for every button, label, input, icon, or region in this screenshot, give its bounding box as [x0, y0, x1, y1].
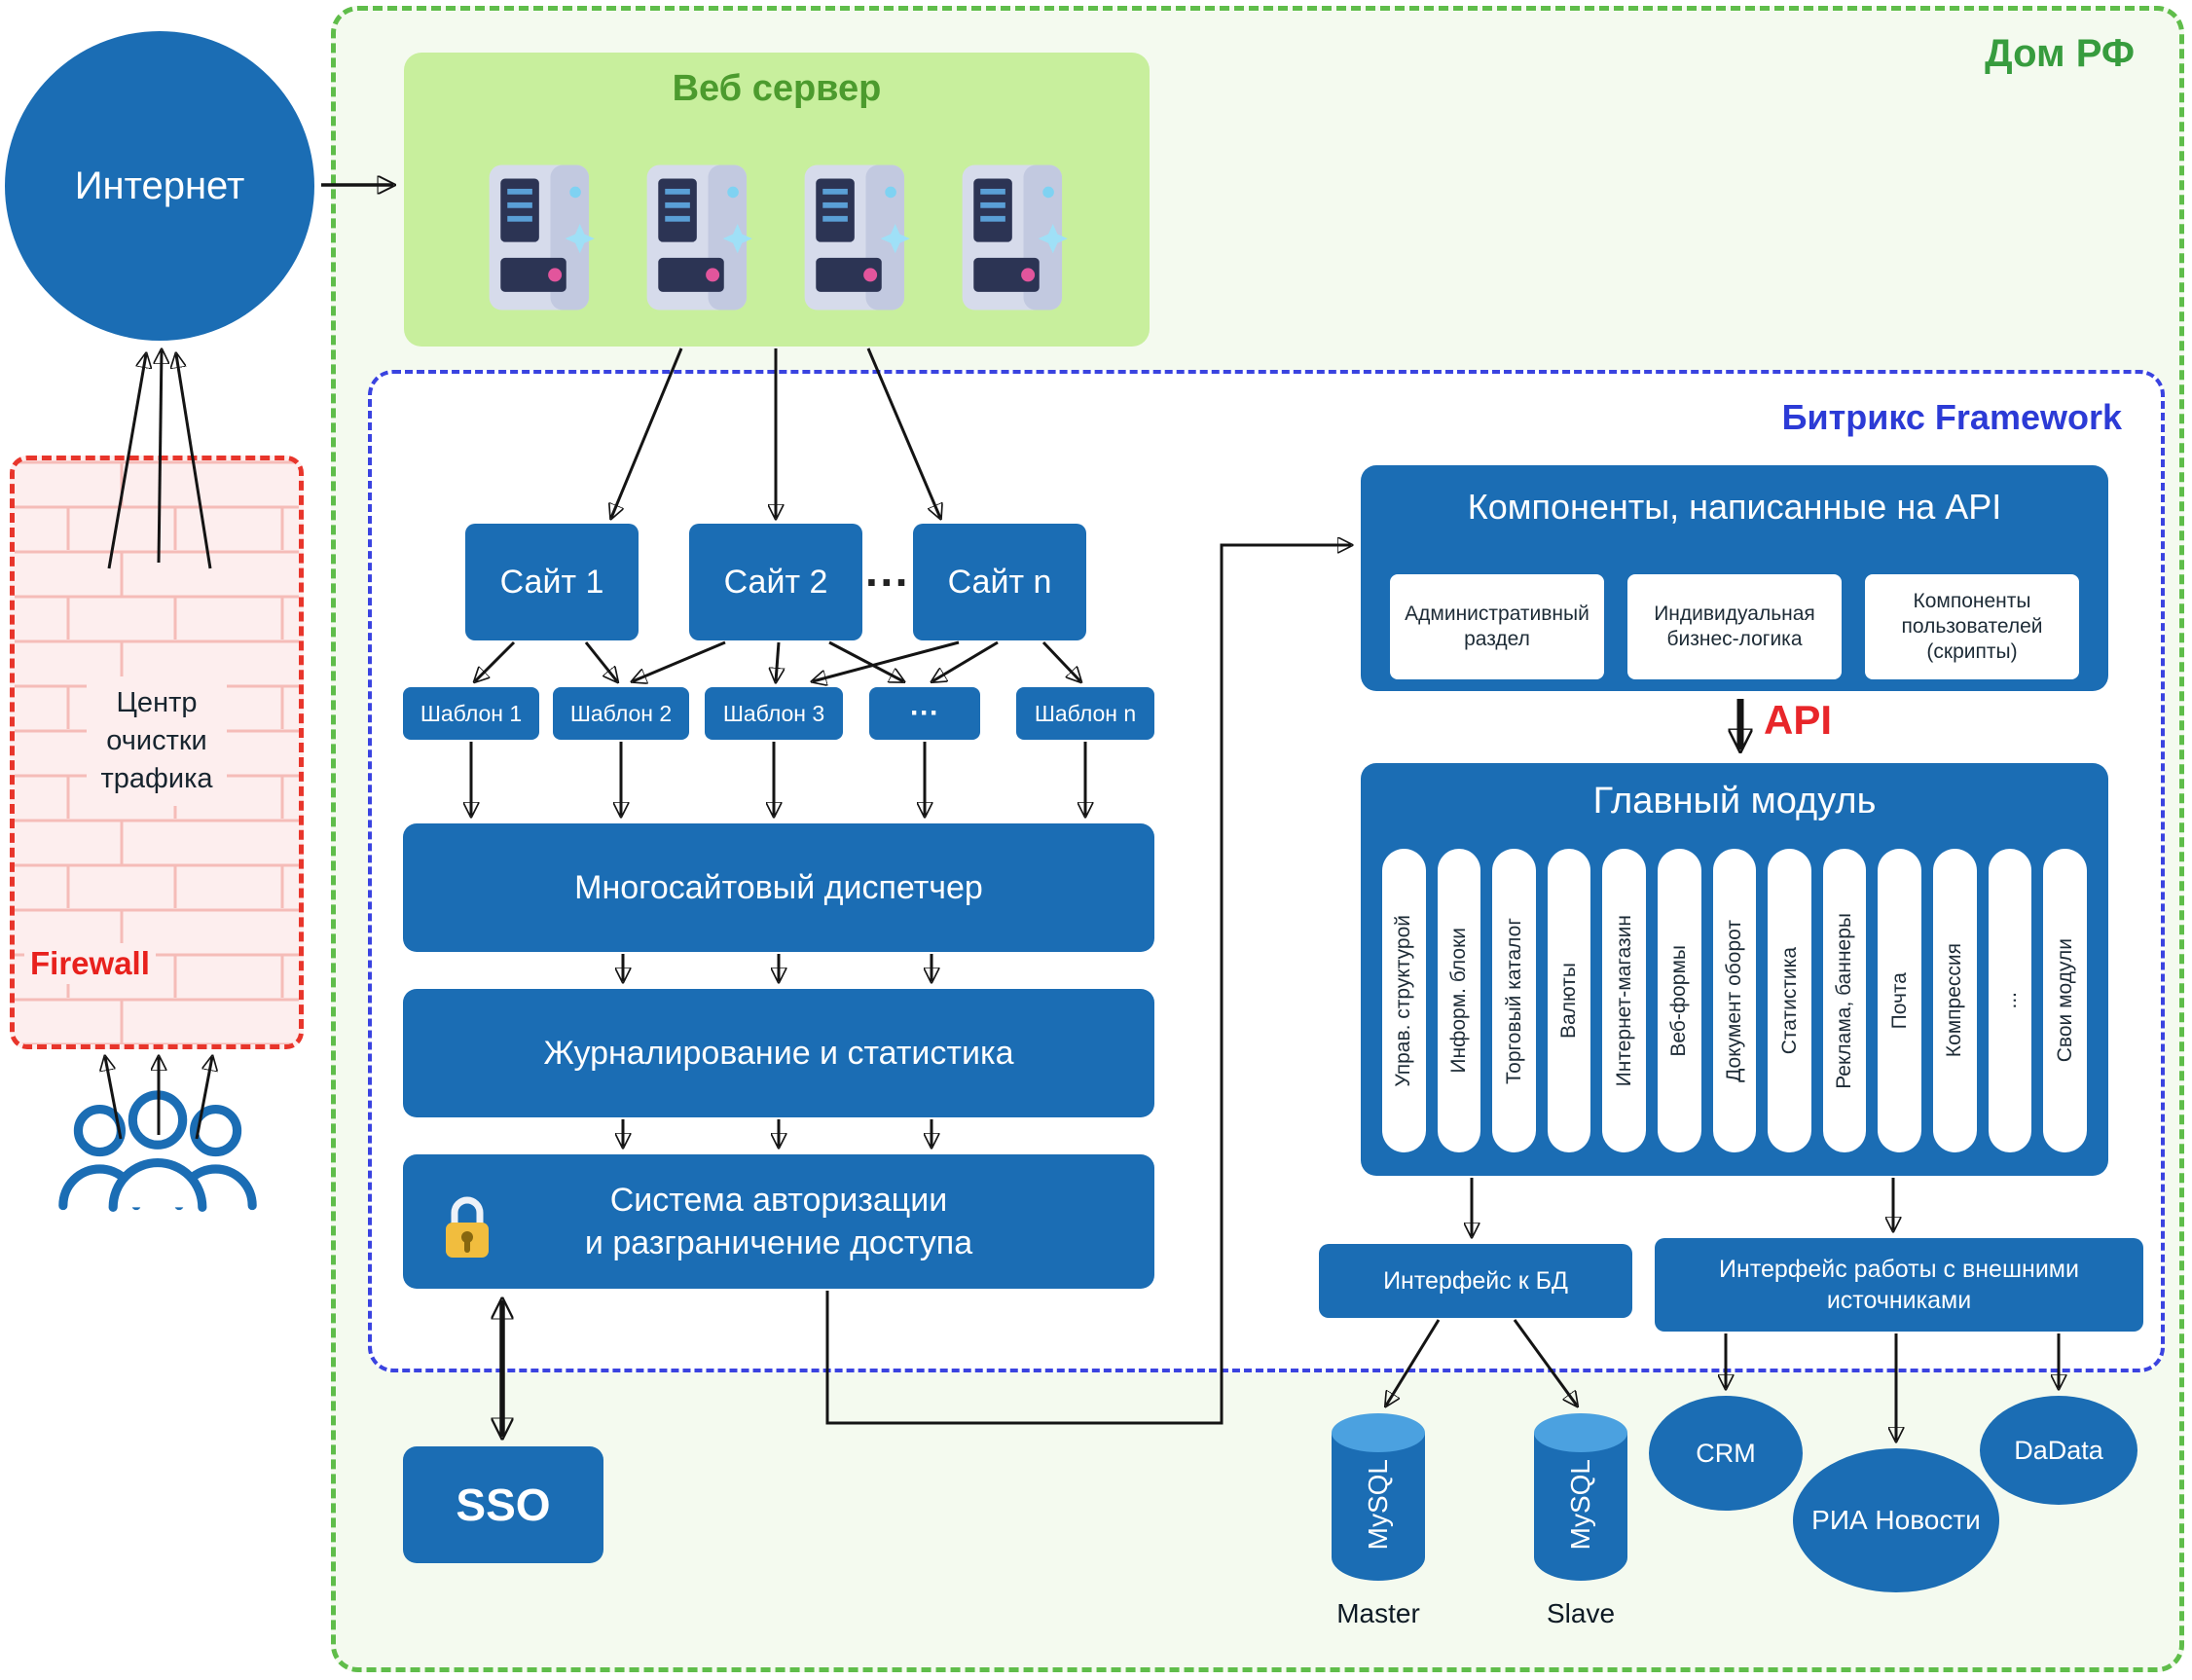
template-box-ellipsis: ···	[869, 687, 980, 740]
sites-ellipsis: ···	[865, 557, 910, 607]
module-pill: Управ. структурой	[1382, 849, 1426, 1152]
internet-node: Интернет	[5, 31, 314, 341]
module-pill: ...	[1988, 849, 2032, 1152]
external-dadata: DaData	[1980, 1396, 2137, 1505]
server-icon	[793, 149, 918, 319]
mysql-slave-caption: Slave	[1546, 1598, 1616, 1628]
api-component-item: Компоненты пользователей (скрипты)	[1865, 574, 2079, 679]
site-box-1: Сайт 1	[465, 524, 639, 640]
module-pill: Информ. блоки	[1437, 849, 1481, 1152]
template-box-3: Шаблон 3	[705, 687, 843, 740]
module-pill: Реклама, баннеры	[1822, 849, 1867, 1152]
server-icon	[951, 149, 1076, 319]
sso-box: SSO	[403, 1446, 603, 1563]
webserver-panel: Веб сервер	[404, 53, 1150, 347]
api-component-item: Административный раздел	[1390, 574, 1604, 679]
module-pill: Интернет-магазин	[1602, 849, 1647, 1152]
firewall-box: Центр очистки трафика Firewall	[10, 456, 304, 1049]
template-box-n: Шаблон n	[1016, 687, 1154, 740]
module-pill: Веб-формы	[1658, 849, 1701, 1152]
mysql-cylinder-slave: MySQL	[1534, 1413, 1627, 1581]
db-interface-box: Интерфейс к БД	[1319, 1244, 1632, 1318]
auth-box: Система авторизации и разграничение дост…	[403, 1154, 1154, 1289]
domrf-label: Дом РФ	[1985, 32, 2135, 75]
mysql-label: MySQL	[1363, 1459, 1393, 1551]
api-components-items: Административный раздел Индивидуальная б…	[1390, 574, 2079, 679]
module-pill: Свои модули	[2043, 849, 2087, 1152]
main-module-pills: Управ. структурой Информ. блоки Торговый…	[1382, 849, 2087, 1152]
template-box-1: Шаблон 1	[403, 687, 539, 740]
server-icon	[478, 149, 603, 319]
users-icon	[58, 1090, 257, 1212]
api-components-title: Компоненты, написанные на API	[1467, 487, 2002, 527]
webserver-title: Веб сервер	[672, 68, 882, 109]
api-components-box: Компоненты, написанные на API Администра…	[1361, 465, 2108, 691]
firewall-label: Firewall	[24, 943, 156, 984]
site-box-2: Сайт 2	[689, 524, 862, 640]
journaling-box: Журналирование и статистика	[403, 989, 1154, 1117]
lock-icon	[446, 1196, 489, 1258]
mysql-cylinder-master: MySQL	[1332, 1413, 1425, 1581]
firewall-title: Центр очистки трафика	[15, 676, 299, 807]
module-pill: Статистика	[1768, 849, 1811, 1152]
framework-label: Битрикс Framework	[1781, 397, 2122, 437]
template-box-2: Шаблон 2	[553, 687, 689, 740]
module-pill: Валюты	[1547, 849, 1591, 1152]
api-label: API	[1764, 697, 1833, 743]
external-ria-novosti: РИА Новости	[1793, 1448, 1999, 1592]
multisite-dispatcher-box: Многосайтовый диспетчер	[403, 823, 1154, 952]
site-box-n: Сайт n	[913, 524, 1086, 640]
server-icon	[636, 149, 760, 319]
module-pill: Документ оборот	[1712, 849, 1757, 1152]
external-crm: CRM	[1649, 1396, 1803, 1511]
main-module-title: Главный модуль	[1592, 781, 1877, 822]
module-pill: Почта	[1878, 849, 1922, 1152]
servers-row	[404, 132, 1150, 335]
module-pill: Торговый каталог	[1492, 849, 1536, 1152]
module-pill: Компрессия	[1933, 849, 1977, 1152]
ext-interface-box: Интерфейс работы с внешними источниками	[1655, 1238, 2143, 1332]
internet-label: Интернет	[74, 164, 245, 207]
mysql-master-caption: Master	[1336, 1598, 1420, 1628]
main-module-box: Главный модуль Управ. структурой Информ.…	[1361, 763, 2108, 1176]
mysql-label: MySQL	[1565, 1459, 1595, 1551]
api-component-item: Индивидуальная бизнес-логика	[1627, 574, 1842, 679]
